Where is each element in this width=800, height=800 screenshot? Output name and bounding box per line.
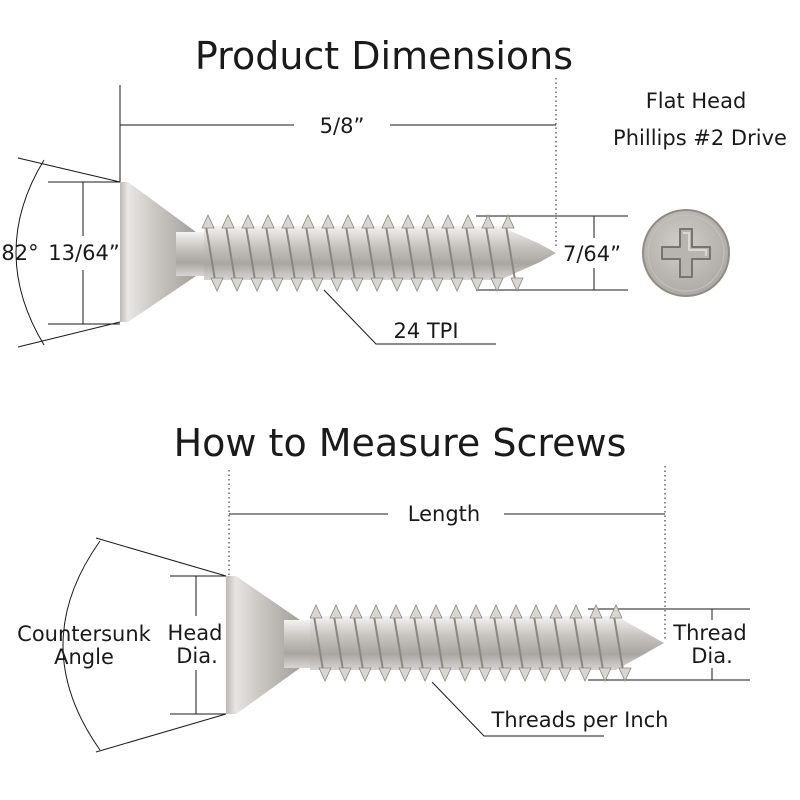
guide-thread-dia-label-2: Dia.	[691, 644, 733, 668]
phillips-drive-icon	[661, 228, 711, 278]
angle-ray-bottom	[17, 321, 121, 348]
guide-tpi-label: Threads per Inch	[491, 708, 669, 732]
guide-angle-label-1: Countersunk	[17, 622, 151, 646]
thread-dia-value: 7/64”	[563, 242, 621, 266]
head-type-label: Flat Head	[646, 89, 747, 113]
guide-head-dia-label-2: Dia.	[176, 644, 218, 668]
head-dia-value: 13/64”	[48, 241, 119, 265]
length-value: 5/8”	[320, 114, 365, 138]
guide-length-label: Length	[408, 502, 480, 526]
drive-type-label: Phillips #2 Drive	[613, 126, 787, 150]
guide-title: How to Measure Screws	[174, 421, 627, 465]
guide-head-dia-label-1: Head	[168, 621, 223, 645]
screw-head-face	[642, 209, 730, 297]
screw-side-view	[120, 182, 556, 322]
guide-thread-dia-label-1: Thread	[672, 621, 746, 645]
tpi-value: 24 TPI	[393, 319, 458, 343]
angle-arc	[15, 159, 45, 346]
angle-ray-top	[17, 157, 121, 183]
tpi-leader	[323, 289, 496, 345]
guide-angle-label-2: Angle	[54, 645, 114, 669]
guide-angle-ray-top	[95, 537, 227, 577]
guide-angle-ray-bottom	[95, 713, 227, 753]
guide-tpi-leader	[431, 681, 604, 737]
guide-angle-arc	[62, 540, 101, 751]
product-title: Product Dimensions	[195, 34, 573, 78]
angle-value: 82°	[1, 241, 38, 265]
guide-screw-side-view	[226, 576, 664, 714]
